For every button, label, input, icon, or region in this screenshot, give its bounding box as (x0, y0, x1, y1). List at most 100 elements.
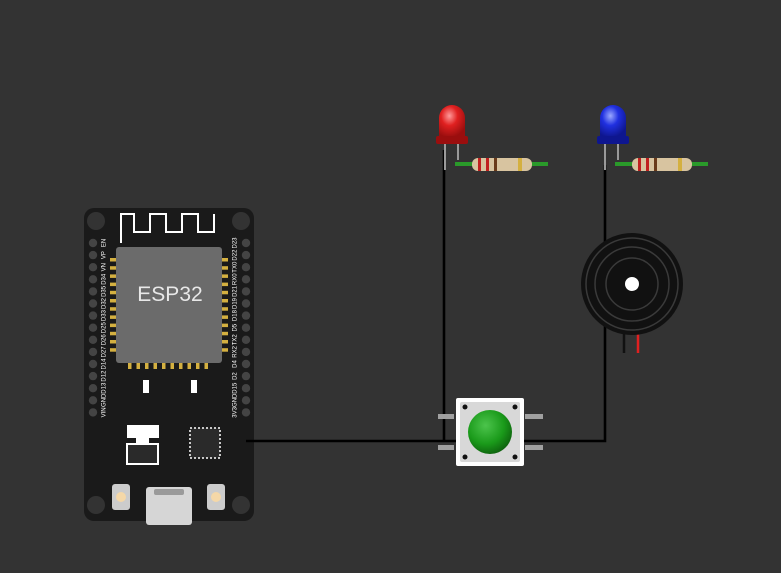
header-pin[interactable] (241, 287, 251, 296)
header-pin[interactable] (88, 238, 98, 248)
header-pin[interactable] (241, 347, 251, 357)
pin-label: D4 (233, 360, 239, 368)
header-pin[interactable] (241, 408, 251, 417)
chip-pad (220, 348, 228, 352)
pin-label: D21 (233, 285, 239, 297)
pin-label: D33 (102, 309, 108, 321)
pin-label: TX2 (233, 334, 239, 346)
chip-pad (110, 348, 118, 352)
red-led[interactable] (436, 105, 468, 170)
pin-label: GND (233, 393, 239, 407)
push-button[interactable] (438, 398, 543, 466)
pin-label: VP (102, 251, 108, 259)
pin-label: D23 (233, 237, 239, 249)
chip-pad (110, 331, 118, 336)
pin-label: D22 (233, 249, 239, 261)
pin-label: D5 (233, 323, 239, 331)
header-pin[interactable] (241, 371, 251, 381)
header-pin[interactable] (241, 238, 251, 248)
pin-label: D34 (102, 273, 108, 285)
resistor-2[interactable] (615, 158, 708, 171)
smd-component (191, 380, 197, 393)
header-pin[interactable] (241, 323, 251, 332)
chip-pad (220, 323, 228, 328)
header-pin[interactable] (88, 323, 98, 332)
chip-pad (162, 361, 166, 369)
chip-pad (110, 323, 118, 328)
left-pin-header: ENVPVND34D35D32D33D25D26D27D14D12D13GNDV… (88, 238, 108, 417)
header-pin[interactable] (88, 384, 98, 393)
chip-pad (153, 361, 157, 369)
chip-pad (220, 340, 228, 344)
mount-hole (87, 212, 105, 230)
header-pin[interactable] (88, 311, 98, 320)
header-pin[interactable] (241, 299, 251, 308)
chip-pad (145, 361, 149, 369)
chip-pad (196, 361, 200, 369)
chip-pad (110, 340, 118, 344)
wires (246, 150, 607, 443)
smd-component (143, 380, 149, 393)
pin-label: TX0 (233, 261, 239, 273)
chip-pad (110, 258, 118, 262)
usb-port[interactable] (146, 487, 192, 525)
pin-label: D32 (102, 297, 108, 309)
chip-pad (204, 361, 208, 369)
chip-pad (110, 274, 118, 278)
header-pin[interactable] (88, 299, 98, 308)
header-pin[interactable] (88, 275, 98, 284)
chip-pad (220, 315, 228, 319)
pin-label: 3V3 (233, 406, 239, 417)
mount-hole (232, 212, 250, 230)
boot-button[interactable] (112, 484, 130, 510)
chip-pad (170, 361, 174, 369)
pin-label: D18 (233, 309, 239, 321)
en-button[interactable] (207, 484, 225, 510)
chip-pad (110, 299, 118, 303)
voltage-regulator (126, 425, 159, 465)
chip-pad (128, 361, 132, 369)
pin-label: GND (102, 393, 108, 407)
chip-pad (187, 361, 191, 369)
chip-pad (179, 361, 183, 369)
wire-gnd[interactable] (246, 165, 607, 443)
header-pin[interactable] (241, 359, 251, 369)
header-pin[interactable] (241, 275, 251, 284)
chip-pad (110, 282, 118, 287)
blue-led[interactable] (597, 105, 629, 170)
header-pin[interactable] (88, 408, 98, 417)
pin-label: D13 (102, 382, 108, 394)
usb-serial-chip (189, 427, 221, 459)
header-pin[interactable] (88, 359, 98, 369)
buzzer[interactable] (581, 233, 683, 353)
header-pin[interactable] (241, 384, 251, 393)
pin-label: D2 (233, 372, 239, 380)
header-pin[interactable] (88, 335, 98, 344)
header-pin[interactable] (241, 396, 251, 405)
header-pin[interactable] (241, 250, 251, 260)
antenna-trace (120, 213, 215, 243)
header-pin[interactable] (241, 335, 251, 344)
pin-label: VN (102, 263, 108, 271)
mount-hole (87, 496, 105, 514)
chip-pad (220, 274, 228, 278)
header-pin[interactable] (241, 263, 251, 272)
resistor-1[interactable] (455, 158, 548, 171)
pin-label: EN (102, 239, 108, 247)
header-pin[interactable] (88, 396, 98, 405)
header-pin[interactable] (88, 263, 98, 272)
chip-pad (110, 307, 118, 311)
right-pin-header: D23D22TX0RX0D21D19D18D5TX2RX2D4D2D15GND3… (233, 237, 251, 418)
chip-pad (110, 290, 118, 295)
header-pin[interactable] (241, 311, 251, 320)
pin-label: RX0 (233, 273, 239, 285)
header-pin[interactable] (88, 287, 98, 296)
chip-pad (136, 361, 140, 369)
header-pin[interactable] (88, 250, 98, 260)
header-pin[interactable] (88, 347, 98, 357)
mount-hole (232, 496, 250, 514)
header-pin[interactable] (88, 371, 98, 381)
chip-pad (220, 258, 228, 262)
